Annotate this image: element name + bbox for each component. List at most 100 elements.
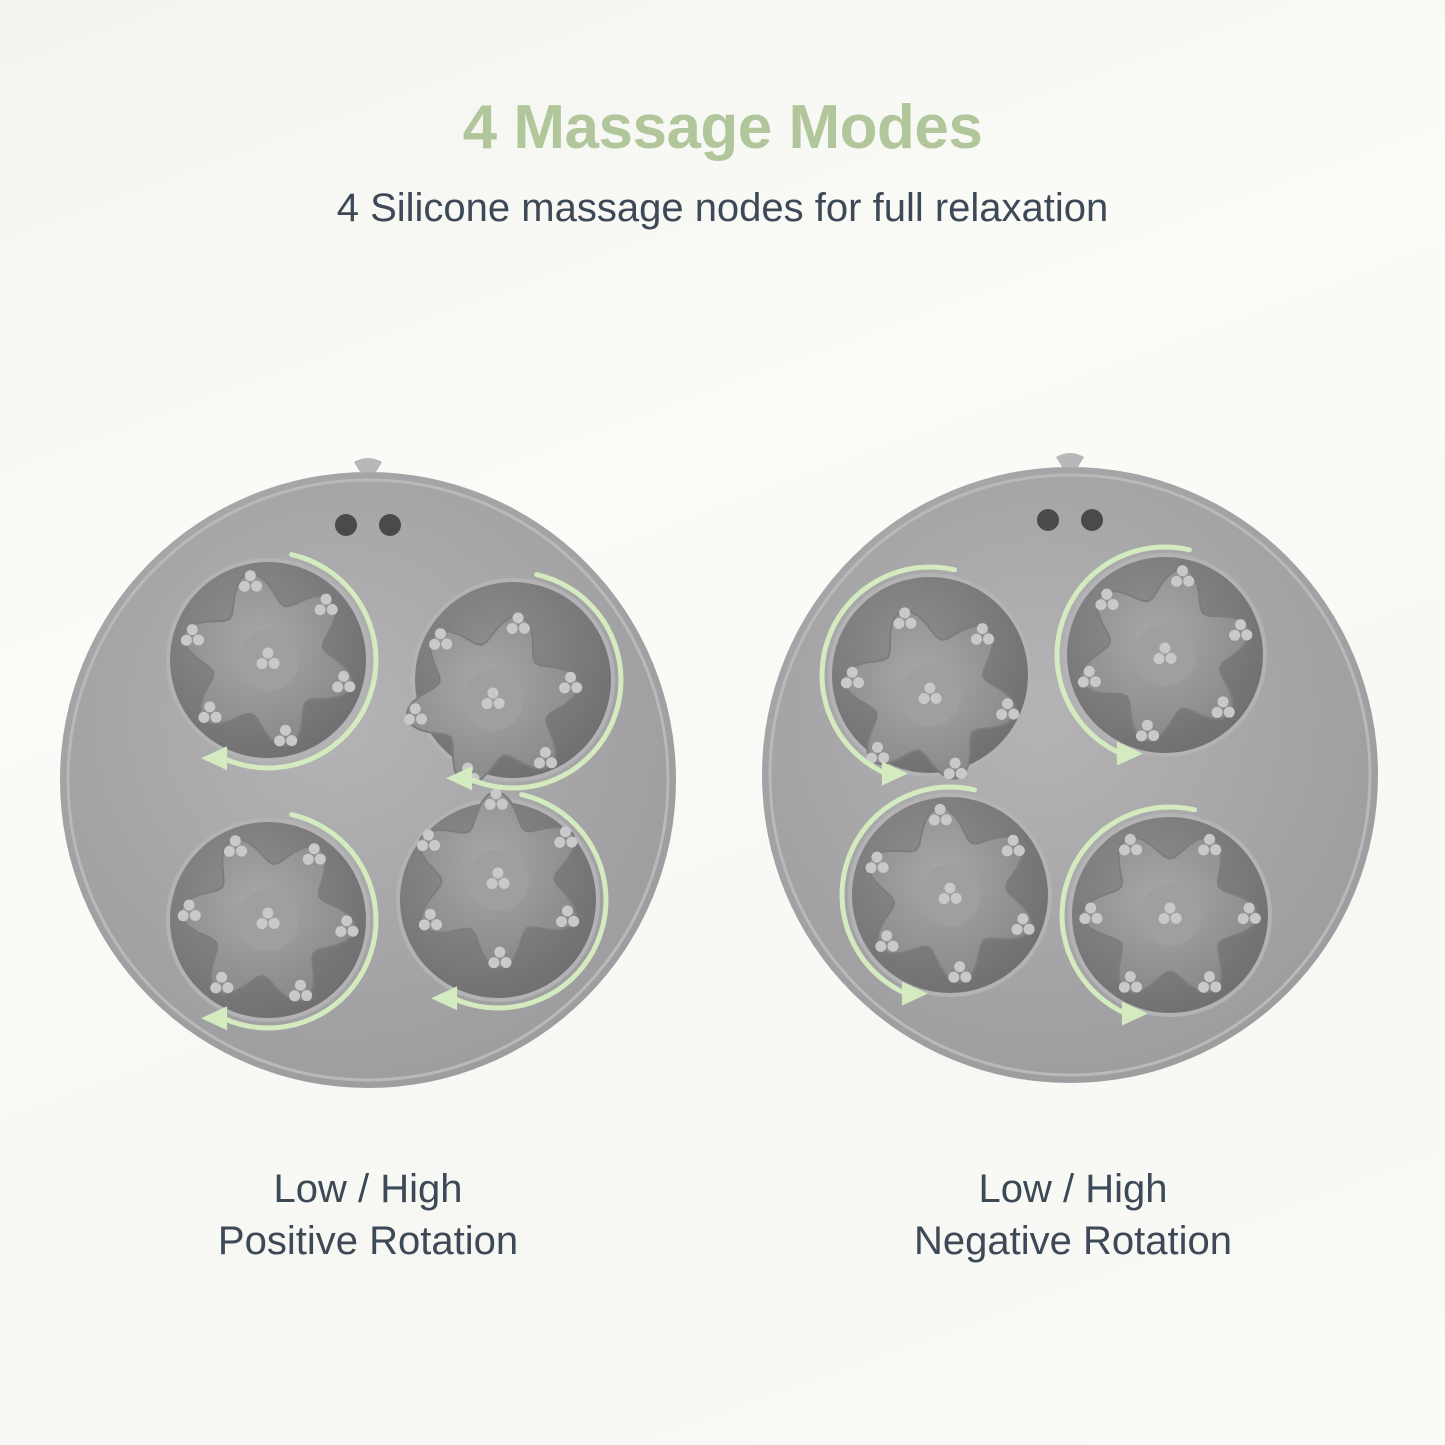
nub	[492, 867, 504, 879]
nub	[1083, 665, 1095, 677]
nub	[568, 915, 580, 927]
nub	[223, 845, 235, 857]
speed-label: Low / High	[978, 1167, 1168, 1211]
nub	[944, 882, 956, 894]
nub	[422, 829, 434, 841]
nub	[512, 612, 524, 624]
nub	[286, 735, 298, 747]
indicator-light	[335, 514, 357, 536]
device-rim	[66, 478, 670, 1082]
indicator-light	[1081, 509, 1103, 531]
nub	[1165, 652, 1177, 664]
nub	[251, 580, 263, 592]
nub	[1198, 981, 1210, 993]
nub	[943, 768, 955, 780]
nub	[302, 853, 314, 865]
nub	[409, 703, 421, 715]
device-positive-rotation	[60, 458, 676, 1088]
nub	[347, 925, 359, 937]
nub	[881, 930, 893, 942]
node-center	[1134, 624, 1196, 686]
clockwise-arrow-icon	[450, 792, 609, 1011]
nub	[1001, 845, 1013, 857]
nub	[204, 701, 216, 713]
node-center	[899, 664, 961, 726]
nub	[1210, 844, 1222, 856]
nub	[853, 677, 865, 689]
rotation-label: Negative Rotation	[914, 1219, 1232, 1263]
nub	[1002, 698, 1014, 710]
nub	[1223, 706, 1235, 718]
nub	[441, 638, 453, 650]
nub	[192, 634, 204, 646]
nub	[554, 836, 566, 848]
nub	[1217, 696, 1229, 708]
nub	[918, 693, 930, 705]
arrowhead-icon	[431, 986, 458, 1011]
nub	[983, 633, 995, 645]
nub	[1241, 629, 1253, 641]
counterclockwise-arrow-icon	[1059, 804, 1197, 1017]
nub	[268, 657, 280, 669]
nub	[1235, 619, 1247, 631]
nub	[222, 982, 234, 994]
nub	[566, 836, 578, 848]
nub	[332, 681, 344, 693]
nub	[416, 840, 428, 852]
nub	[571, 682, 583, 694]
arrowhead-icon	[446, 766, 473, 791]
nub	[546, 757, 558, 769]
nub	[1249, 912, 1261, 924]
nub	[899, 607, 911, 619]
nub	[871, 741, 883, 753]
nub	[1079, 913, 1091, 925]
nub	[893, 618, 905, 630]
top-notch	[354, 458, 382, 472]
device-rim	[768, 473, 1372, 1077]
nub	[1176, 565, 1188, 577]
nub	[493, 697, 505, 709]
nub	[1085, 902, 1097, 914]
nub	[216, 971, 228, 983]
nub	[565, 671, 577, 683]
nub	[274, 735, 286, 747]
nub	[210, 711, 222, 723]
nub	[500, 957, 512, 969]
nub	[314, 604, 326, 616]
speed-label: Low / High	[273, 1167, 463, 1211]
nub	[561, 905, 573, 917]
nub	[866, 752, 878, 764]
nub	[877, 862, 889, 874]
nub	[556, 916, 568, 928]
nub	[1023, 923, 1035, 935]
device-negative-rotation	[762, 453, 1378, 1083]
nub	[1141, 719, 1153, 731]
counterclockwise-arrow-icon	[1054, 544, 1192, 757]
nub	[905, 617, 917, 629]
arrowhead-icon	[901, 981, 928, 1006]
nub	[488, 957, 500, 969]
nub	[1237, 913, 1249, 925]
counterclockwise-arrow-icon	[839, 784, 977, 997]
nub	[335, 926, 347, 938]
nub	[1211, 706, 1223, 718]
nub	[976, 623, 988, 635]
nub	[559, 682, 571, 694]
nub	[1077, 676, 1089, 688]
nub	[294, 979, 306, 991]
nub	[1164, 902, 1176, 914]
top-notch	[1056, 453, 1084, 467]
nub	[431, 919, 443, 931]
nub	[1013, 845, 1025, 857]
nub	[1131, 844, 1143, 856]
nub	[186, 624, 198, 636]
nub	[954, 961, 966, 973]
nub	[490, 788, 502, 800]
nub	[1158, 913, 1170, 925]
nub	[418, 919, 430, 931]
nub	[198, 711, 210, 723]
nub	[338, 670, 350, 682]
nub	[871, 851, 883, 863]
nub	[256, 658, 268, 670]
page-subtitle: 4 Silicone massage nodes for full relaxa…	[336, 186, 1109, 230]
